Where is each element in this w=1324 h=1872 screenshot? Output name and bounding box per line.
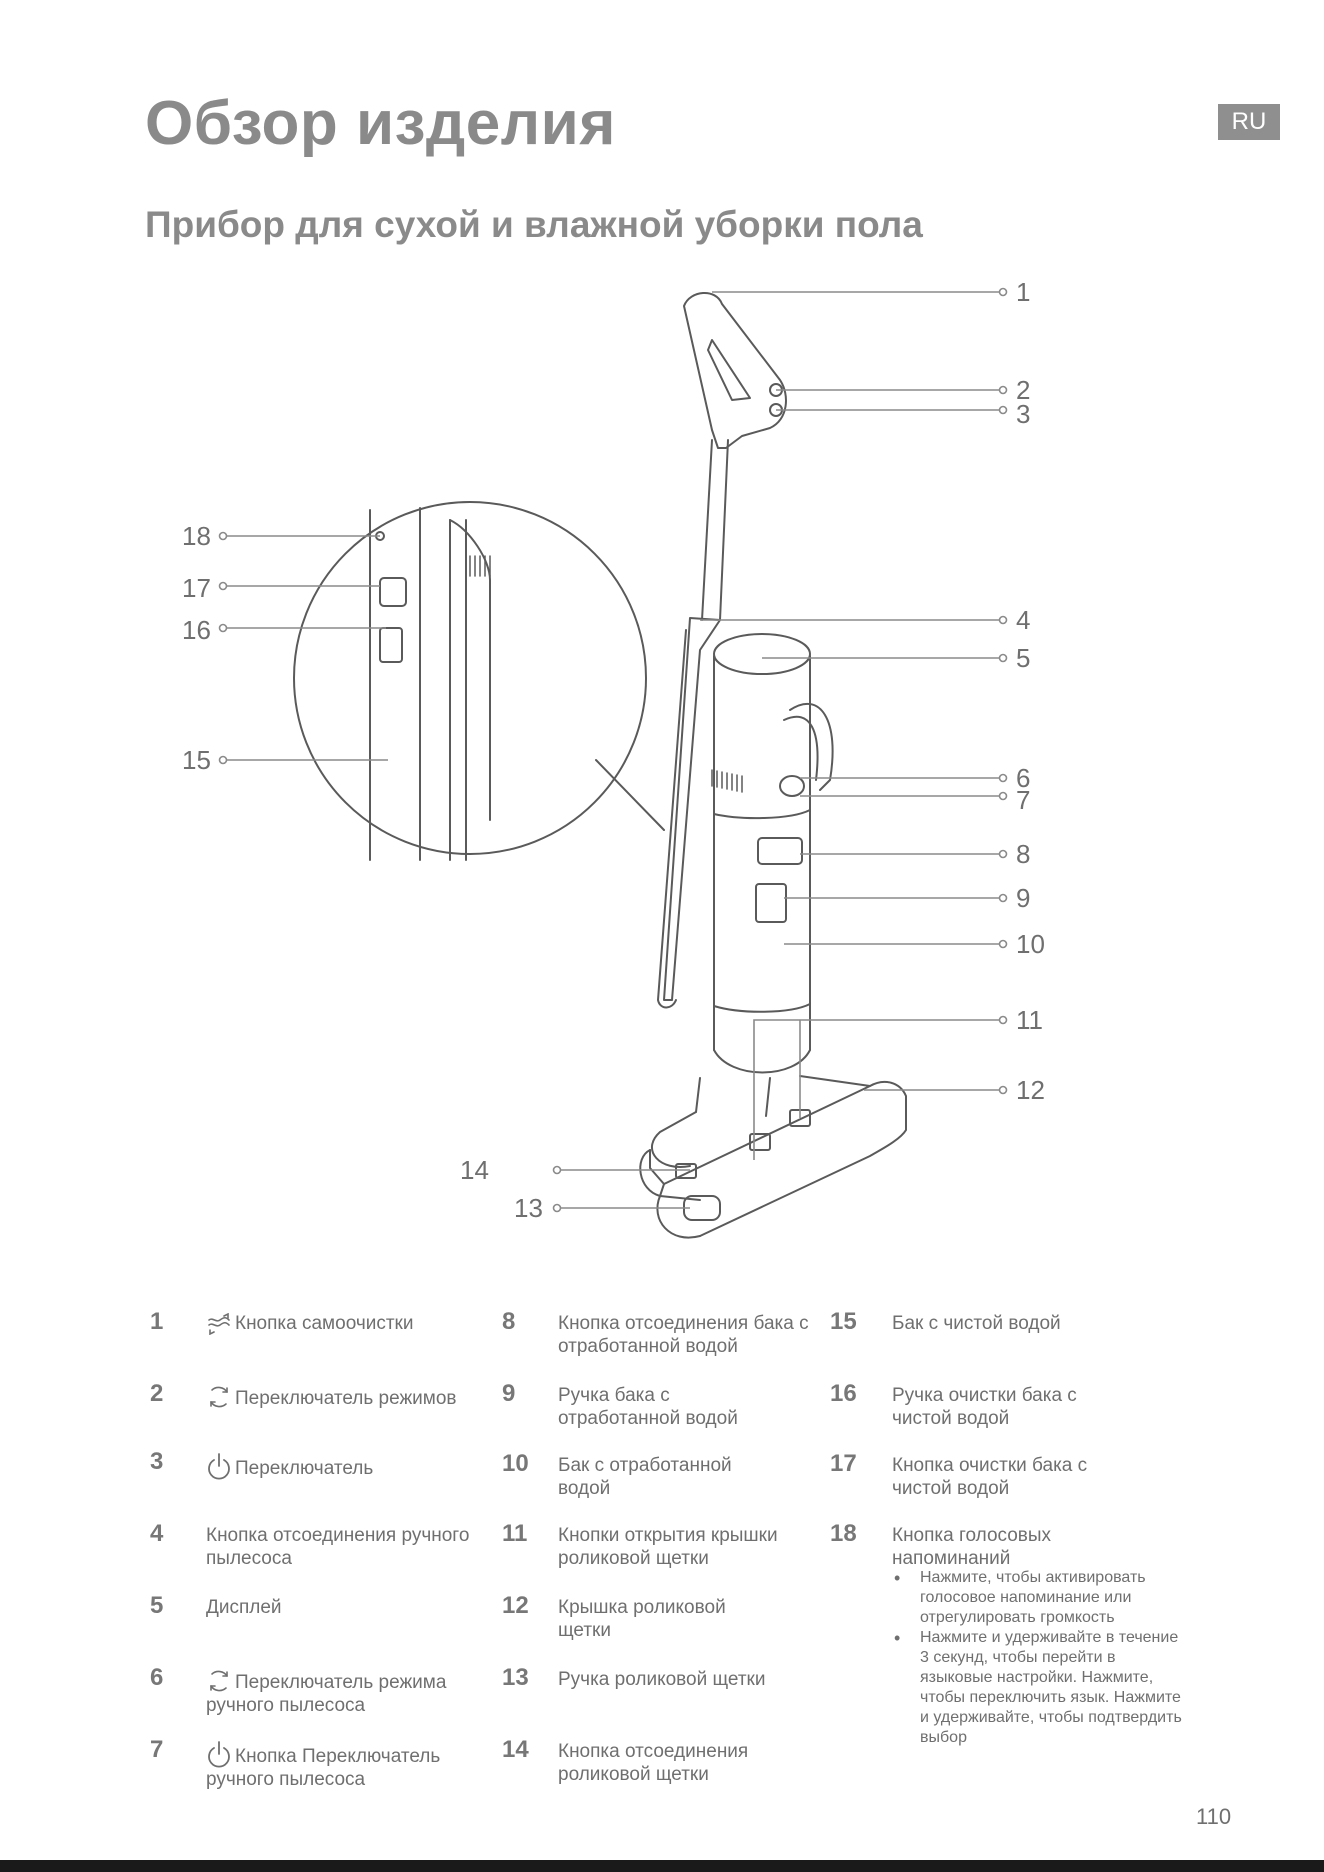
- callout-number: 14: [460, 1155, 489, 1185]
- legend-text: Ручка бака с отработанной водой: [558, 1385, 738, 1429]
- legend-number: 11: [502, 1520, 528, 1547]
- callout-number: 16: [182, 615, 211, 645]
- legend-text: Дисплей: [206, 1597, 282, 1618]
- legend-number: 7: [150, 1736, 164, 1763]
- legend-text: Переключатель режима ручного пылесоса: [206, 1672, 447, 1716]
- callout-number: 5: [1016, 643, 1030, 673]
- vacuum-illustration: [293, 292, 907, 1239]
- callout-number: 12: [1016, 1075, 1045, 1105]
- legend-number: 17: [830, 1450, 857, 1477]
- legend-number: 18: [830, 1520, 857, 1547]
- callout-number: 15: [182, 745, 211, 775]
- legend-text: Ручка роликовой щетки: [558, 1669, 766, 1690]
- legend-number: 5: [150, 1592, 164, 1619]
- callout-number: 1: [1016, 277, 1030, 307]
- legend-text: Кнопка очистки бака с чистой водой: [892, 1455, 1088, 1499]
- legend-number: 13: [502, 1664, 529, 1691]
- voice-button-notes: Нажмите, чтобы активировать голосовое на…: [890, 1568, 1190, 1748]
- bottom-border: [0, 1860, 1324, 1872]
- legend-text: Кнопка отсоединения ручного пылесоса: [206, 1525, 470, 1569]
- legend-text: Переключатель: [235, 1458, 374, 1479]
- mode-switch-icon: [210, 1386, 228, 1408]
- page-number: 110: [1196, 1804, 1232, 1829]
- callout-lines: [218, 287, 1008, 1213]
- section-subtitle: Прибор для сухой и влажной уборки пола: [145, 204, 923, 245]
- legend-text: Кнопка Переключатель ручного пылесоса: [206, 1746, 441, 1790]
- language-badge: RU: [1218, 104, 1280, 140]
- legend-number: 14: [502, 1736, 529, 1763]
- legend-number: 4: [150, 1520, 164, 1547]
- power-icon: [208, 1741, 230, 1768]
- legend-number: 16: [830, 1380, 857, 1407]
- callout-number: 6: [1016, 763, 1030, 793]
- page-title: Обзор изделия: [145, 89, 616, 158]
- product-diagram: 1 2 3 4 5 6 7 8 9 10 11 12 13 14 15 16 1…: [182, 277, 1045, 1239]
- callout-number: 17: [182, 573, 211, 603]
- callout-number: 7: [1016, 785, 1030, 815]
- legend-text: Крышка роликовой щетки: [558, 1597, 726, 1641]
- legend-text: Бак с чистой водой: [892, 1313, 1061, 1334]
- legend-text: Переключатель режимов: [235, 1388, 457, 1409]
- legend-number: 3: [150, 1448, 164, 1475]
- legend-text: Кнопка голосовых напоминаний: [892, 1525, 1052, 1569]
- legend-text: Кнопки открытия крышки роликовой щетки: [558, 1525, 778, 1569]
- legend-number: 1: [150, 1308, 164, 1335]
- callout-number: 2: [1016, 375, 1030, 405]
- legend-number: 9: [502, 1380, 516, 1407]
- callout-numbers: 1 2 3 4 5 6 7 8 9 10 11 12 13 14 15 16 1…: [182, 277, 1045, 1223]
- callout-number: 3: [1016, 399, 1030, 429]
- legend-number: 2: [150, 1380, 164, 1407]
- callout-number: 9: [1016, 883, 1030, 913]
- legend-text: Кнопка отсоединения роликовой щетки: [558, 1741, 749, 1785]
- note-item: Нажмите, чтобы активировать голосовое на…: [890, 1568, 1190, 1628]
- callout-number: 10: [1016, 929, 1045, 959]
- legend-number: 12: [502, 1592, 529, 1619]
- power-icon: [208, 1453, 230, 1480]
- legend-number: 10: [502, 1450, 529, 1477]
- mode-switch-icon: [210, 1670, 228, 1692]
- legend-text: Бак с отработанной водой: [558, 1455, 732, 1499]
- callout-number: 4: [1016, 605, 1030, 635]
- legend-number: 6: [150, 1664, 164, 1691]
- legend-text: Ручка очистки бака с чистой водой: [892, 1385, 1077, 1429]
- legend-number: 15: [830, 1308, 857, 1335]
- callout-number: 11: [1016, 1005, 1043, 1035]
- callout-number: 13: [514, 1193, 543, 1223]
- self-clean-icon: [208, 1313, 230, 1335]
- legend-text: Кнопка отсоединения бака с отработанной …: [558, 1313, 809, 1357]
- legend-text: Кнопка самоочистки: [235, 1313, 414, 1334]
- note-item: Нажмите и удерживайте в течение 3 секунд…: [890, 1628, 1190, 1748]
- callout-number: 18: [182, 521, 211, 551]
- callout-number: 8: [1016, 839, 1030, 869]
- legend-number: 8: [502, 1308, 516, 1335]
